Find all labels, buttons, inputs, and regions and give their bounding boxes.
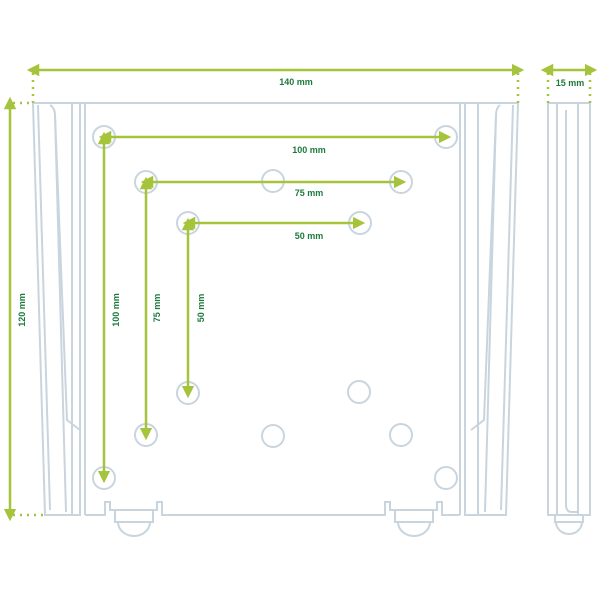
mounting-holes bbox=[92, 125, 458, 490]
side-view bbox=[547, 102, 591, 535]
hole bbox=[434, 466, 458, 490]
label-height: 120 mm bbox=[17, 293, 27, 327]
label-vesa-50-v: 50 mm bbox=[196, 294, 206, 323]
label-vesa-50-h: 50 mm bbox=[295, 231, 324, 241]
dimension-labels: 140 mm 15 mm 100 mm 75 mm 50 mm 120 mm 1… bbox=[17, 77, 584, 327]
label-vesa-100-v: 100 mm bbox=[111, 293, 121, 327]
label-vesa-75-h: 75 mm bbox=[295, 188, 324, 198]
dimension-arrows bbox=[3, 63, 598, 522]
label-width: 140 mm bbox=[279, 77, 313, 87]
label-depth: 15 mm bbox=[556, 78, 585, 88]
hole bbox=[389, 423, 413, 447]
front-view-plate bbox=[32, 102, 519, 537]
hole bbox=[261, 424, 285, 448]
hole bbox=[347, 380, 371, 404]
label-vesa-75-v: 75 mm bbox=[152, 294, 162, 323]
label-vesa-100-h: 100 mm bbox=[292, 145, 326, 155]
